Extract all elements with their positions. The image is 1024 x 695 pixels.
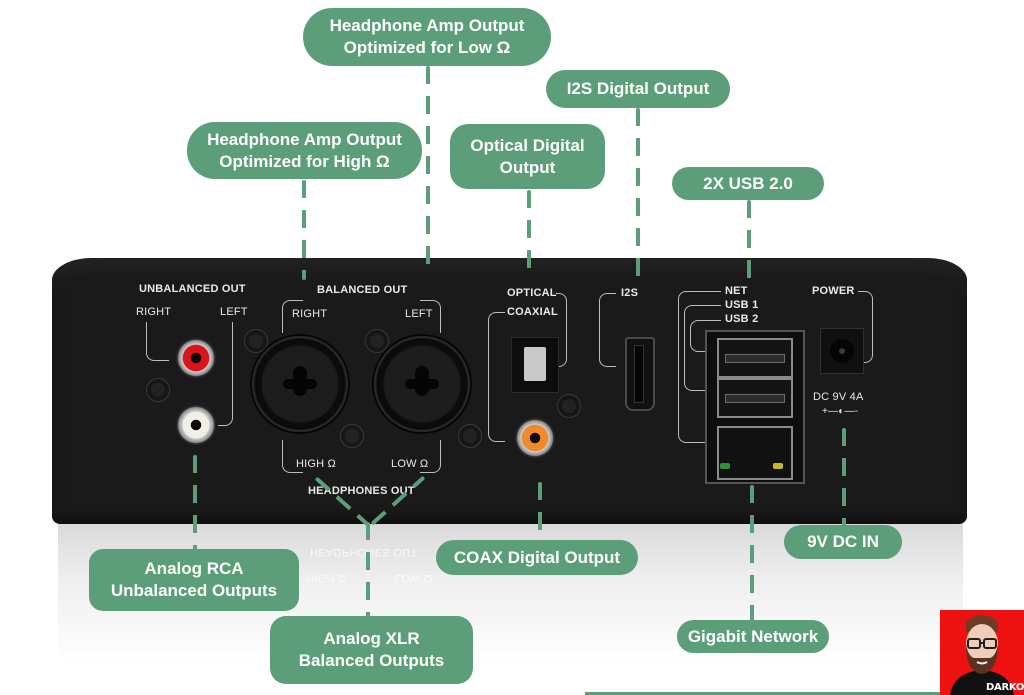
leader-line-coax — [538, 482, 542, 542]
annotation-text: 9V DC IN — [807, 532, 879, 551]
annotation-analog-xlr: Analog XLR Balanced Outputs — [270, 616, 473, 684]
usb2-label: USB 2 — [725, 313, 759, 325]
xlr-combo-jack-left-low-ohm[interactable] — [374, 336, 470, 432]
panel-screw — [340, 424, 364, 448]
coaxial-label: COAXIAL — [507, 306, 558, 318]
panel-screw — [365, 329, 389, 353]
leader-line-xlr — [366, 522, 370, 617]
annotation-text: I2S Digital Output — [566, 79, 710, 98]
annotation-text: Unbalanced Outputs — [110, 581, 278, 600]
i2s-bracket — [599, 293, 616, 367]
usb-ethernet-block — [705, 330, 805, 484]
low-ohm-label: LOW Ω — [391, 458, 429, 470]
annotation-usb: 2X USB 2.0 — [672, 167, 824, 200]
annotation-text: 2X USB 2.0 — [703, 173, 793, 193]
reflected-low-ohm-label: LOW Ω — [395, 572, 433, 584]
unbalanced-left-label: LEFT — [220, 306, 248, 318]
optical-label: OPTICAL — [507, 287, 557, 299]
ethernet-link-led — [720, 463, 730, 469]
annotation-gigabit-network: Gigabit Network — [677, 620, 829, 653]
net-bracket — [678, 291, 721, 443]
high-ohm-bracket — [282, 440, 303, 473]
darko-logo: DARKO — [940, 610, 1024, 695]
rca-left-jack[interactable] — [176, 405, 216, 445]
panel-screw — [458, 424, 482, 448]
annotation-text: Gigabit Network — [687, 626, 819, 646]
balanced-out-label: BALANCED OUT — [317, 284, 408, 296]
reflected-headphones-out-label: HEADPHONES OUT — [310, 546, 418, 558]
leader-line-usb — [747, 200, 751, 290]
leader-line-optical — [527, 190, 531, 280]
rca-left-bracket — [218, 322, 233, 426]
annotation-text: Optimized for High Ω — [219, 151, 390, 171]
low-ohm-bracket — [420, 440, 441, 473]
coax-jack[interactable] — [515, 418, 555, 458]
usb1-label: USB 1 — [725, 299, 759, 311]
unbalanced-right-label: RIGHT — [136, 306, 172, 318]
usb1-bracket — [684, 305, 721, 391]
polarity-symbol: +—◐—- — [822, 406, 859, 417]
annotation-text: COAX Digital Output — [453, 547, 621, 567]
unbalanced-out-label: UNBALANCED OUT — [139, 283, 246, 295]
rca-right-jack[interactable] — [176, 338, 216, 378]
power-label: POWER — [812, 285, 855, 297]
dc-rating-label: DC 9V 4A — [813, 391, 864, 403]
annotation-coax-digital-output: COAX Digital Output — [436, 540, 638, 575]
leader-line-high-ohm — [302, 180, 306, 280]
dc-power-jack[interactable] — [820, 328, 864, 374]
bottom-accent-line — [585, 692, 940, 695]
power-bracket — [858, 291, 873, 363]
darko-avatar-icon — [950, 615, 1014, 695]
leader-line-low-ohm — [426, 66, 430, 272]
ethernet-activity-led — [773, 463, 783, 469]
leader-line-rca — [193, 455, 197, 555]
panel-screw — [557, 394, 581, 418]
annotation-text: Headphone Amp Output — [329, 16, 525, 35]
balanced-left-label: LEFT — [405, 308, 433, 320]
usb-1-port[interactable] — [717, 378, 793, 418]
toslink-optical-port[interactable] — [511, 337, 559, 393]
i2s-label: I2S — [621, 287, 639, 299]
balanced-right-label: RIGHT — [292, 308, 328, 320]
coaxial-bracket — [488, 312, 505, 442]
annotation-text: Headphone Amp Output — [207, 129, 402, 149]
darko-logo-text: DARKO — [986, 682, 1024, 693]
annotation-9v-dc-in: 9V DC IN — [784, 525, 902, 559]
annotation-text: Output — [499, 157, 556, 177]
annotation-text: Optical Digital — [470, 135, 585, 155]
leader-line-dc — [842, 428, 846, 528]
streamer-back-panel — [52, 258, 967, 524]
leader-line-network — [750, 485, 754, 621]
annotation-text: Analog RCA — [144, 559, 244, 578]
annotation-text: Optimized for Low Ω — [343, 38, 511, 57]
balanced-left-bracket — [420, 300, 441, 333]
panel-screw — [146, 378, 170, 402]
net-label: NET — [725, 285, 748, 297]
i2s-hdmi-port[interactable] — [625, 337, 655, 411]
usb-2-port[interactable] — [717, 338, 793, 378]
annotation-text: Balanced Outputs — [298, 651, 445, 670]
annotation-analog-rca: Analog RCA Unbalanced Outputs — [89, 549, 299, 611]
panel-screw — [244, 329, 268, 353]
balanced-right-bracket — [282, 300, 303, 333]
annotation-i2s-digital-output: I2S Digital Output — [546, 70, 730, 108]
leader-line-i2s — [636, 108, 640, 283]
annotation-text: Analog XLR — [323, 629, 420, 648]
reflected-high-ohm-label: HIGH Ω — [306, 572, 347, 584]
ethernet-port[interactable] — [717, 426, 793, 480]
high-ohm-label: HIGH Ω — [296, 458, 336, 470]
optical-bracket — [556, 293, 567, 367]
rca-right-bracket — [146, 322, 169, 361]
xlr-combo-jack-right-high-ohm[interactable] — [252, 336, 348, 432]
